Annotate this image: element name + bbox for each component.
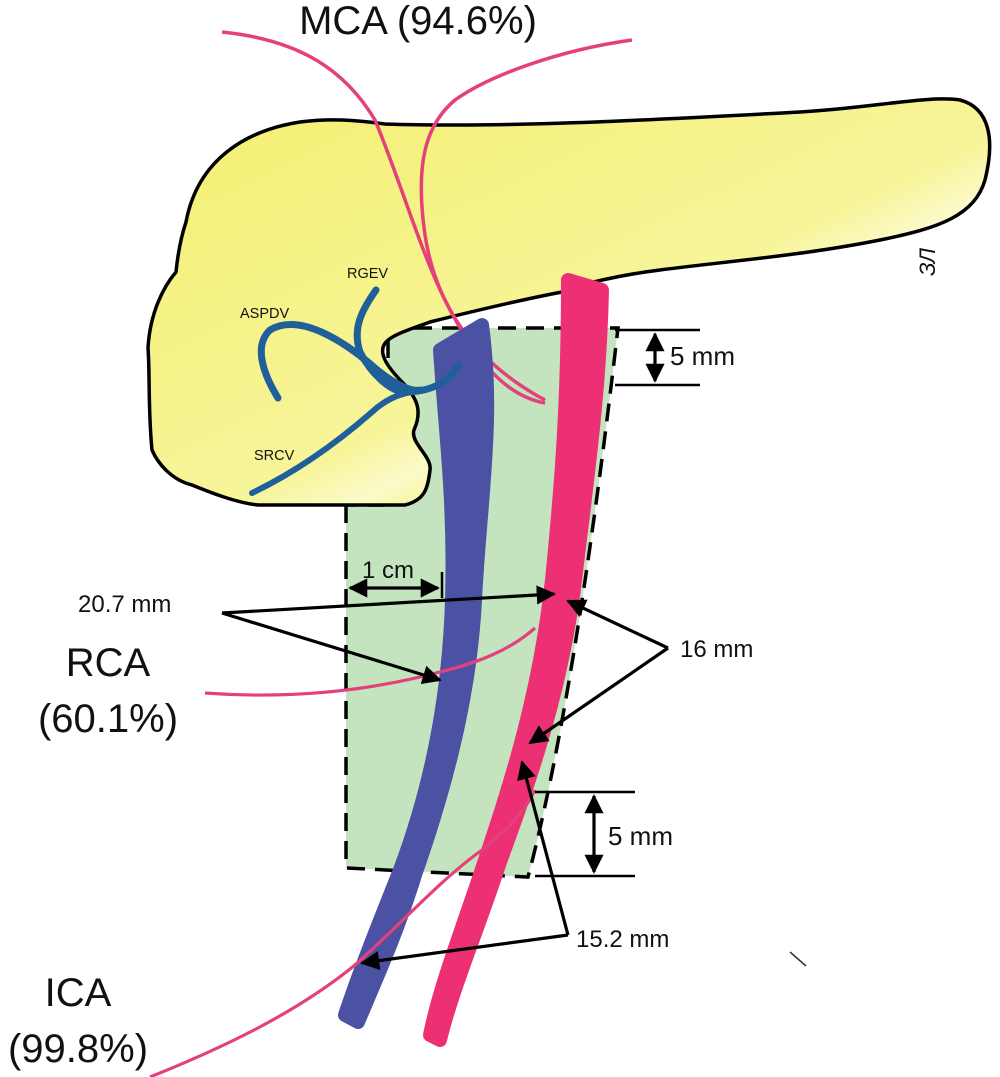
srcv-vein <box>249 389 415 496</box>
stray-mark <box>789 951 807 967</box>
d-16-arrow-lower <box>528 646 669 745</box>
ica-pct-label: (99.8%) <box>8 1027 148 1071</box>
signature: ЗЛ <box>915 247 940 276</box>
superior-mesenteric-artery <box>423 273 609 1047</box>
rgev-label: RGEV <box>347 266 388 282</box>
venous-trunk <box>401 361 462 396</box>
d-20-7-arrow-upper <box>221 585 556 615</box>
ica-name-label: ICA <box>45 971 112 1015</box>
bottom-margin-label: 5 mm <box>608 821 673 851</box>
rca-name-label: RCA <box>66 641 151 685</box>
ica-branch <box>149 789 537 1077</box>
aspdv-vein <box>257 321 424 402</box>
d-20-7-label: 20.7 mm <box>78 591 171 618</box>
d-16-arrow-upper <box>566 599 669 650</box>
d-16-label: 16 mm <box>680 636 753 663</box>
rca-pct-label: (60.1%) <box>38 697 178 741</box>
d-15-2-arrow-upper <box>517 760 570 936</box>
rgev-vein <box>353 286 409 396</box>
width-1cm-label: 1 cm <box>362 557 414 584</box>
d-20-7-arrow-lower <box>221 611 442 685</box>
mca-label: MCA (94.6%) <box>299 0 537 43</box>
d-15-2-arrow-lower <box>360 933 569 971</box>
top-margin-label: 5 mm <box>670 341 735 371</box>
d-15-2-label: 15.2 mm <box>576 926 669 953</box>
aspdv-label: ASPDV <box>240 306 289 322</box>
srcv-label: SRCV <box>254 448 295 464</box>
